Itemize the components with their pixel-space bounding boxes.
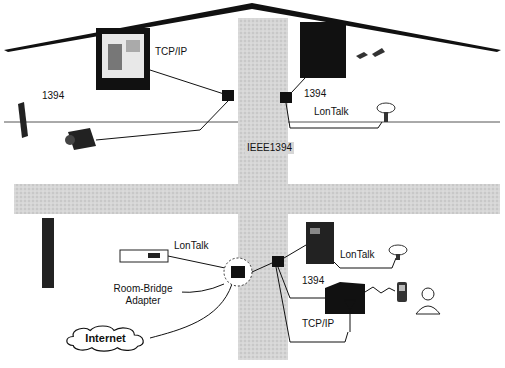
speaker [18,102,28,138]
leader-line [178,284,224,292]
lamp [389,245,407,260]
protocol-label: LonTalk [338,249,376,261]
mobile-phone [397,282,407,302]
protocol-label: TCP/IP [300,318,336,330]
camcorder [65,128,96,150]
backbone-band [14,18,500,360]
protocol-label: 1394 [40,90,66,102]
protocol-label: 1394 [300,275,326,287]
cloud-node: Internet [63,323,148,353]
refrigerator [42,218,54,288]
monitor [96,28,150,90]
television [300,22,346,78]
node-text: Internet [85,332,125,344]
cable [96,70,396,342]
floor-line [4,122,500,123]
protocol-label: LonTalk [312,106,350,118]
set-top-box [120,250,168,262]
adapter-callout: Room-Bridge Adapter [104,283,182,307]
protocol-label: LonTalk [172,240,210,252]
bridge-adapter [222,90,292,286]
washer [306,222,334,264]
remote-icon [356,48,385,59]
person-icon [416,288,440,314]
backbone-label: IEEE1394 [245,142,294,154]
protocol-label: TCP/IP [153,46,189,58]
protocol-label: 1394 [302,88,328,100]
appliance [325,282,365,314]
lamp [377,103,395,122]
antenna [344,300,356,332]
